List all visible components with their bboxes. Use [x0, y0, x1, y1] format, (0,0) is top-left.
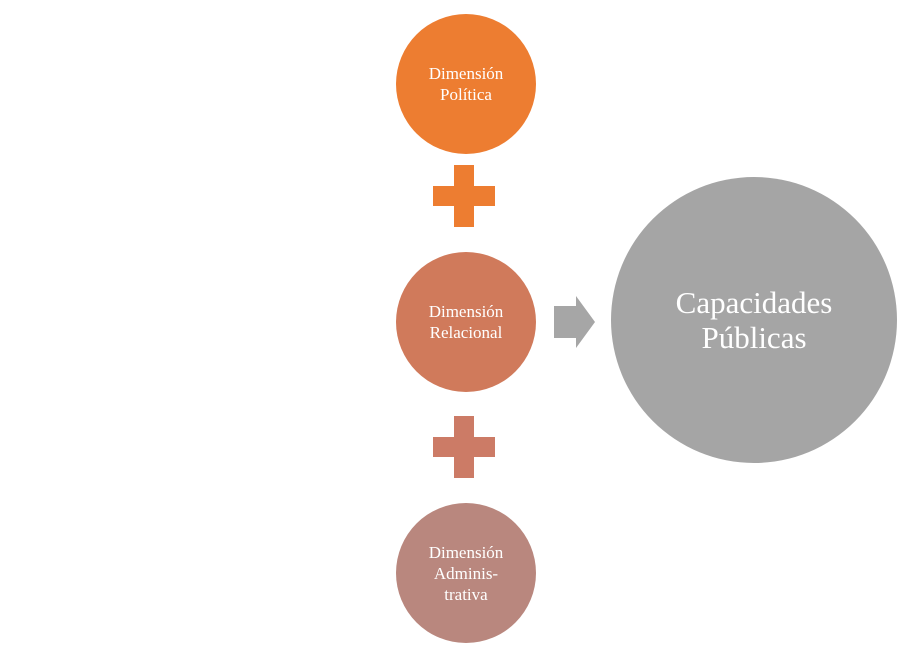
- circle-label-line: Adminis-: [433, 563, 499, 583]
- plus-icon-vertical-bar: [454, 165, 474, 227]
- circle-capacidades-publicas: Capacidades Públicas: [611, 177, 897, 463]
- plus-icon-vertical-bar: [454, 416, 474, 478]
- circle-dimension-relacional: Dimensión Relacional: [396, 252, 536, 392]
- plus-icon: [433, 165, 495, 227]
- circle-label-line: Públicas: [701, 320, 807, 355]
- circle-label-line: Dimensión: [428, 302, 504, 321]
- circle-label-line: Dimensión: [428, 542, 504, 562]
- circle-label-line: Dimensión: [428, 64, 504, 83]
- circle-dimension-administrativa: Dimensión Adminis- trativa: [396, 503, 536, 643]
- circle-label-line: Capacidades: [675, 285, 833, 320]
- right-arrow-shape: [554, 296, 595, 348]
- plus-icon: [433, 416, 495, 478]
- circle-label-line: Política: [440, 85, 492, 104]
- circle-label-line: Relacional: [429, 323, 503, 342]
- circle-dimension-politica: Dimensión Política: [396, 14, 536, 154]
- circle-label-line: trativa: [444, 584, 488, 604]
- right-arrow-icon: [554, 296, 595, 348]
